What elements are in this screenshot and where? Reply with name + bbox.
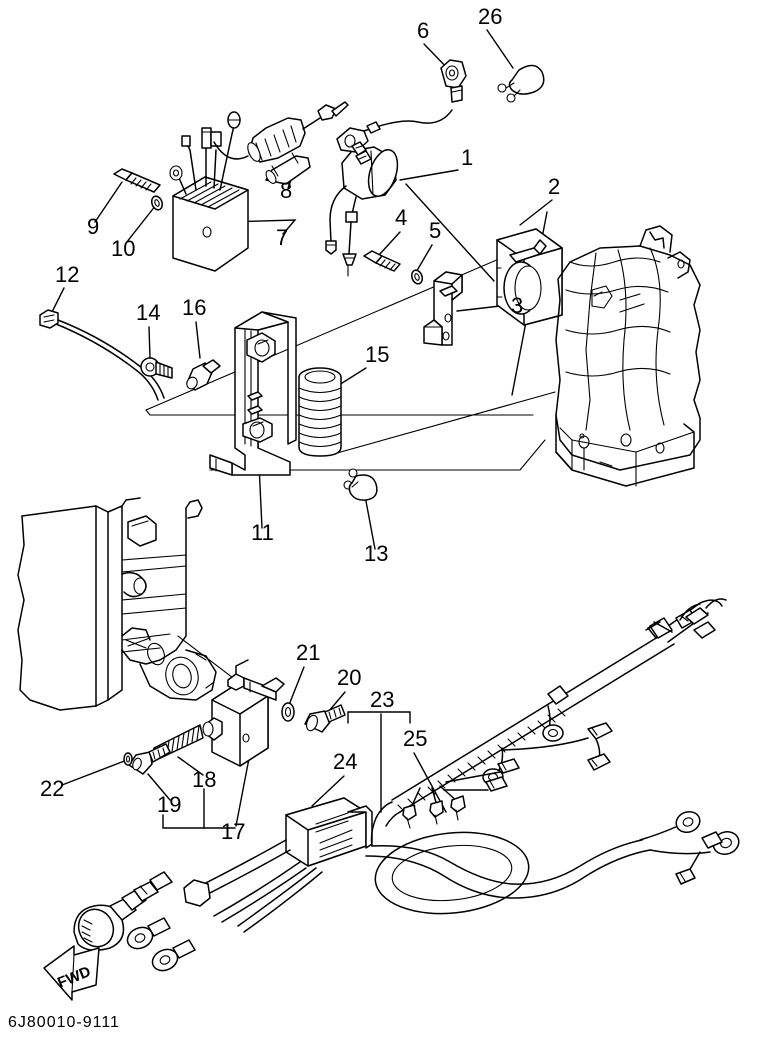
washer-10 xyxy=(150,195,164,211)
callout-12: 12 xyxy=(55,262,80,287)
callout-11: 11 xyxy=(251,520,274,545)
wire-harness-23 xyxy=(187,598,740,933)
callout-26: 26 xyxy=(478,4,503,29)
trim-switch-17 xyxy=(202,659,285,767)
harness-connector-24 xyxy=(285,797,373,867)
callout-1: 1 xyxy=(461,145,474,170)
bolt-16 xyxy=(186,359,221,391)
callout-21: 21 xyxy=(296,640,321,665)
callout-6: 6 xyxy=(417,18,430,43)
ring-terminal-6 xyxy=(440,59,467,103)
callout-15: 15 xyxy=(365,342,390,367)
rectifier-regulator xyxy=(169,111,249,272)
screw-19 xyxy=(128,743,171,775)
multipin-connector xyxy=(73,871,211,972)
callout-23: 23 xyxy=(370,687,395,712)
engine-casting-lower xyxy=(17,497,263,711)
fwd-arrow: FWD xyxy=(43,945,100,1001)
callout-18: 18 xyxy=(192,767,217,792)
callout-19: 19 xyxy=(157,792,182,817)
rubber-boot-15 xyxy=(298,367,342,457)
callout-4: 4 xyxy=(395,205,408,230)
relay-bracket-3 xyxy=(423,271,463,346)
callout-22: 22 xyxy=(40,776,65,801)
engine-casting-upper xyxy=(555,225,701,487)
callout-25: 25 xyxy=(403,726,428,751)
callout-20: 20 xyxy=(337,665,362,690)
starter-relay-1 xyxy=(325,109,453,277)
assembly-reference-lines xyxy=(145,249,556,471)
o-ring-22 xyxy=(123,752,133,766)
callout-5: 5 xyxy=(429,218,442,243)
part-number-label: 6J80010-9111 xyxy=(8,1014,120,1031)
callout-13: 13 xyxy=(364,541,389,566)
callout-2: 2 xyxy=(548,174,561,199)
callout-9: 9 xyxy=(87,214,100,239)
callout-8: 8 xyxy=(280,178,293,203)
bolt-4 xyxy=(363,250,401,272)
terminal-lead-26 xyxy=(497,64,545,103)
rubber-mount-2 xyxy=(496,228,563,326)
callout-10: 10 xyxy=(111,236,136,261)
callout-3: 3 xyxy=(511,293,524,318)
callout-24: 24 xyxy=(333,749,358,774)
fuse-8 xyxy=(265,152,311,185)
callout-17: 17 xyxy=(221,819,246,844)
fuse-holder-7 xyxy=(213,101,349,163)
screw-20 xyxy=(304,704,346,733)
callout-14: 14 xyxy=(136,300,161,325)
washer-21 xyxy=(281,702,295,722)
callout-16: 16 xyxy=(182,295,207,320)
wire-clip-13 xyxy=(343,468,378,501)
washer-5 xyxy=(410,269,424,285)
callout-7: 7 xyxy=(276,225,289,250)
bolt-9 xyxy=(113,168,161,193)
rectifier-bracket-11 xyxy=(209,311,297,476)
bolt-14 xyxy=(140,357,173,379)
